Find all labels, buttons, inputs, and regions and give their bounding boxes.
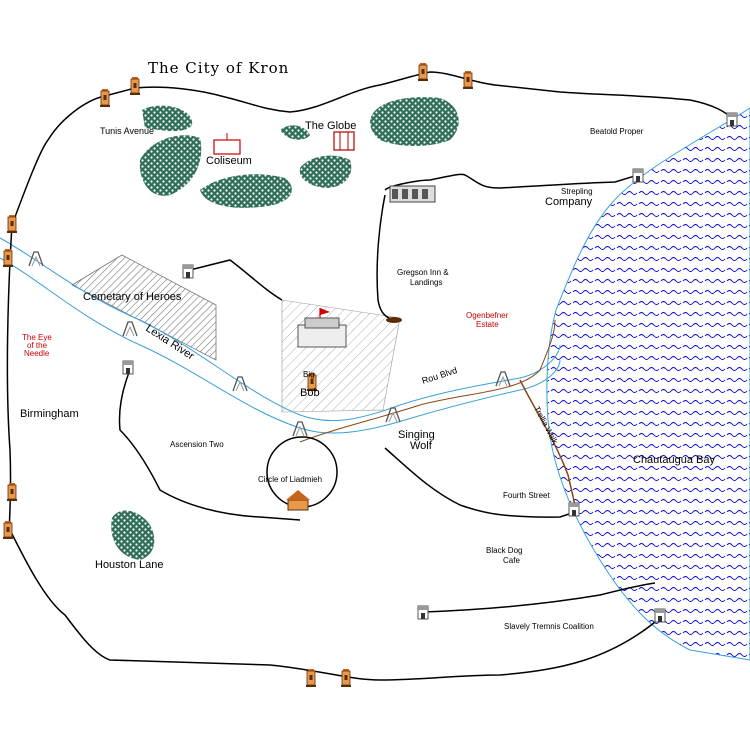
label-landings: Landings bbox=[410, 278, 442, 287]
road-network bbox=[6, 71, 736, 681]
label-black-dog: Black Dog bbox=[486, 546, 522, 555]
lexia-river bbox=[0, 237, 561, 434]
label-chautaugua-bay: Chautaugua Bay bbox=[633, 454, 715, 466]
label-tunis-avenue: Tunis Avenue bbox=[100, 126, 154, 136]
label-strepling: Strepling bbox=[561, 187, 593, 196]
big-bob-castle bbox=[297, 308, 347, 348]
label-needle: Needle bbox=[24, 349, 50, 358]
label-fourth-street: Fourth Street bbox=[503, 491, 550, 500]
label-coliseum: Coliseum bbox=[206, 155, 252, 167]
cemetary-of-heroes-area bbox=[71, 254, 217, 361]
globe-building bbox=[333, 131, 355, 151]
chapel-building bbox=[286, 490, 310, 511]
forest-areas bbox=[111, 97, 459, 560]
label-houston-lane: Houston Lane bbox=[95, 559, 164, 571]
label-wolf: Wolf bbox=[410, 440, 433, 452]
label-singing: Singing bbox=[398, 429, 435, 441]
chautaugua-bay-water bbox=[546, 107, 750, 661]
label-ascension-two: Ascension Two bbox=[170, 440, 224, 449]
label-beatold-proper: Beatold Proper bbox=[590, 127, 644, 136]
label-bob: Bob bbox=[300, 387, 320, 399]
label-ogenbefner: Ogenbefner bbox=[466, 311, 509, 320]
label-cemetary-of-heroes: Cemetary of Heroes bbox=[83, 291, 182, 303]
label-big: Big bbox=[303, 370, 315, 379]
label-of-the: of the bbox=[27, 341, 48, 350]
label-estate: Estate bbox=[476, 320, 499, 329]
boat-icon bbox=[386, 317, 402, 323]
label-the-eye: The Eye bbox=[22, 333, 52, 342]
label-rou-blvd: Rou Blvd bbox=[421, 365, 459, 386]
label-gregson-inn: Gregson Inn & bbox=[397, 268, 449, 277]
gregson-inn-building bbox=[389, 185, 436, 203]
coliseum-building bbox=[213, 133, 241, 155]
label-cafe: Cafe bbox=[503, 556, 520, 565]
label-birmingham: Birmingham bbox=[20, 408, 79, 420]
label-the-globe: The Globe bbox=[305, 120, 356, 132]
map-title: The City of Kron bbox=[148, 59, 289, 77]
label-company: Company bbox=[545, 196, 593, 208]
label-slavely-tremnis-coalition: Slavely Tremnis Coalition bbox=[504, 622, 594, 631]
label-circle-of-liadmieh: Circle of Liadmieh bbox=[258, 475, 322, 484]
